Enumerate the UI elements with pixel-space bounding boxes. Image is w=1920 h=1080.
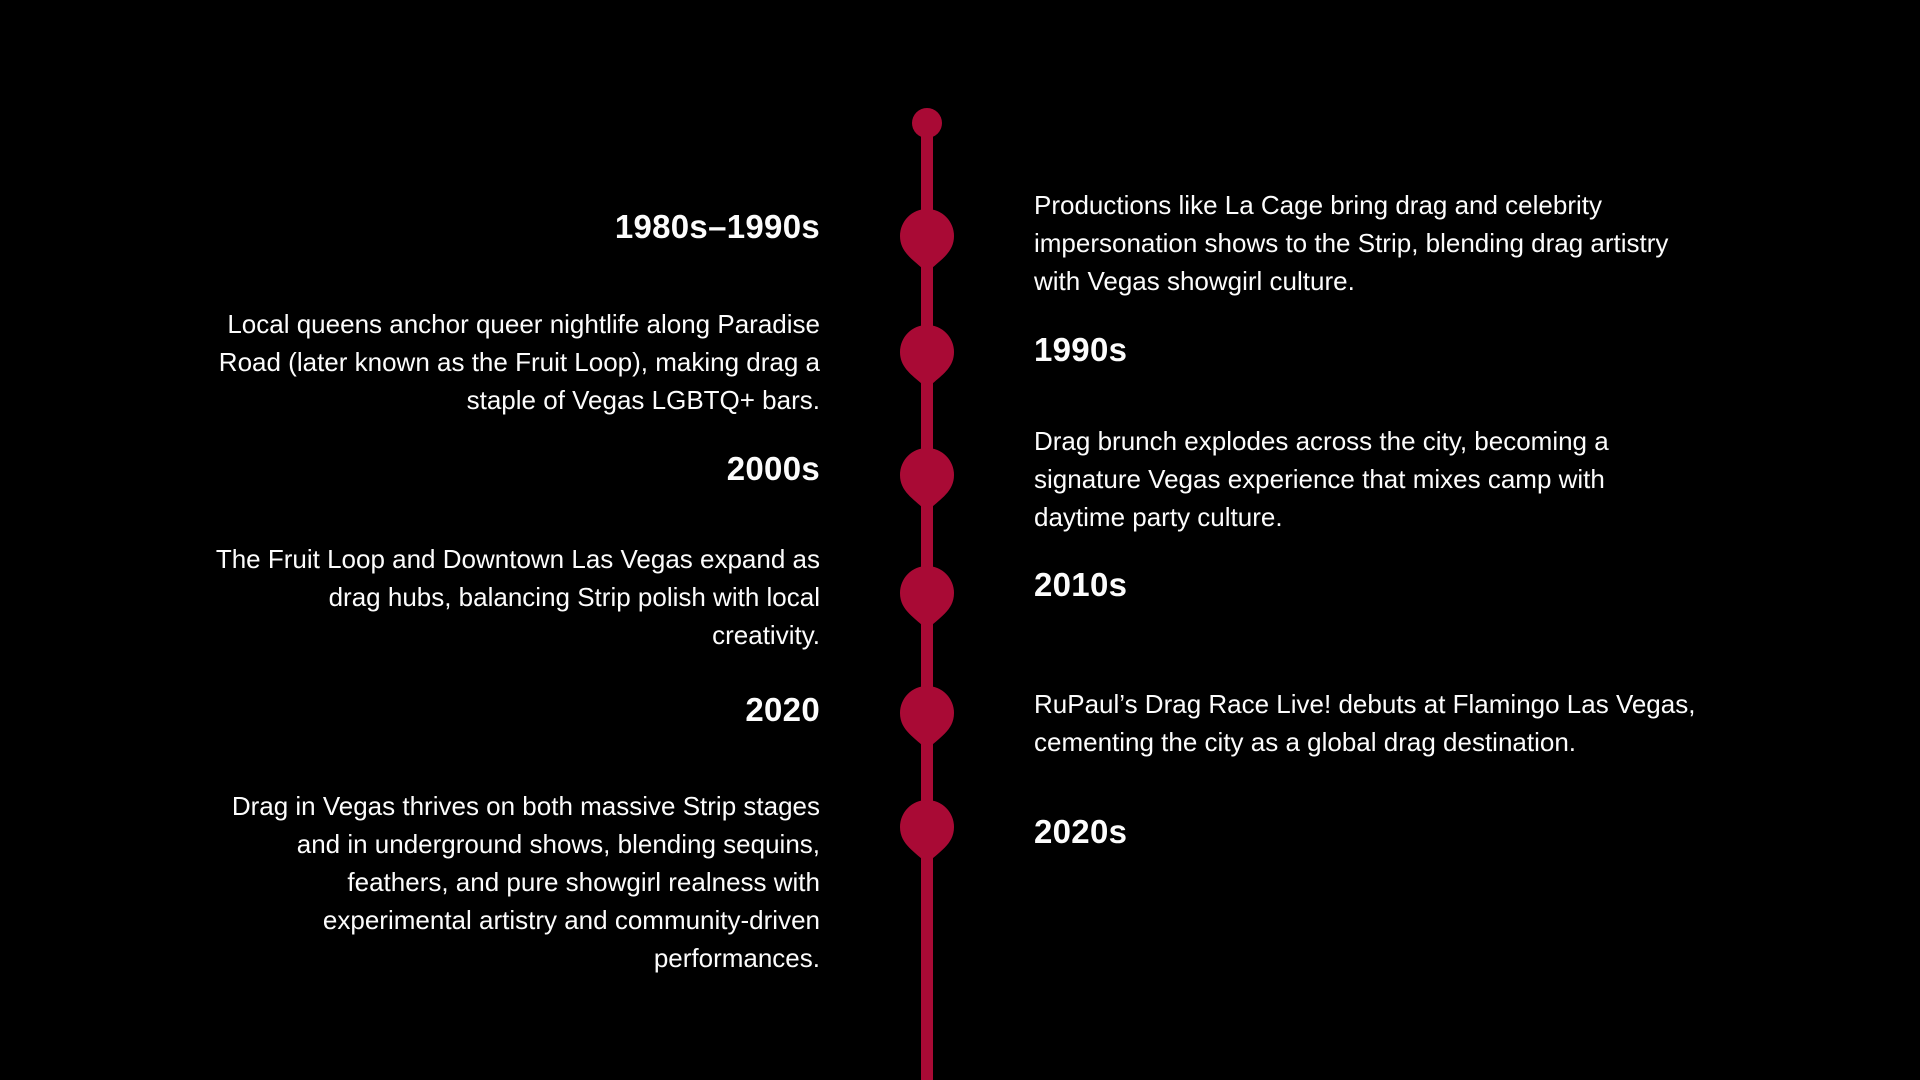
era-label-2010s: 2010s: [1034, 566, 1128, 603]
timeline-marker-icon: [900, 448, 954, 512]
era-description-2020s: Drag in Vegas thrives on both massive St…: [231, 791, 820, 973]
timeline-marker-icon: [900, 800, 954, 864]
timeline-marker-icon: [900, 566, 954, 630]
era-label-2020s: 2020s: [1034, 813, 1128, 850]
timeline-start-dot-icon: [912, 108, 942, 138]
timeline-marker-icon: [900, 686, 954, 750]
era-label-2000s: 2000s: [726, 450, 820, 487]
era-description-2010s: The Fruit Loop and Downtown Las Vegas ex…: [215, 544, 820, 650]
era-label-1980s-1990s: 1980s–1990s: [614, 208, 820, 245]
era-description-1980s-1990s: Productions like La Cage bring drag and …: [1034, 190, 1669, 296]
timeline-marker-icon: [900, 209, 954, 273]
era-description-1990s: Local queens anchor queer nightlife alon…: [218, 309, 820, 415]
era-description-2020: RuPaul’s Drag Race Live! debuts at Flami…: [1034, 689, 1696, 757]
era-label-1990s: 1990s: [1034, 331, 1128, 368]
era-label-2020: 2020: [745, 691, 820, 728]
timeline-marker-icon: [900, 325, 954, 389]
era-description-2000s: Drag brunch explodes across the city, be…: [1034, 426, 1609, 532]
